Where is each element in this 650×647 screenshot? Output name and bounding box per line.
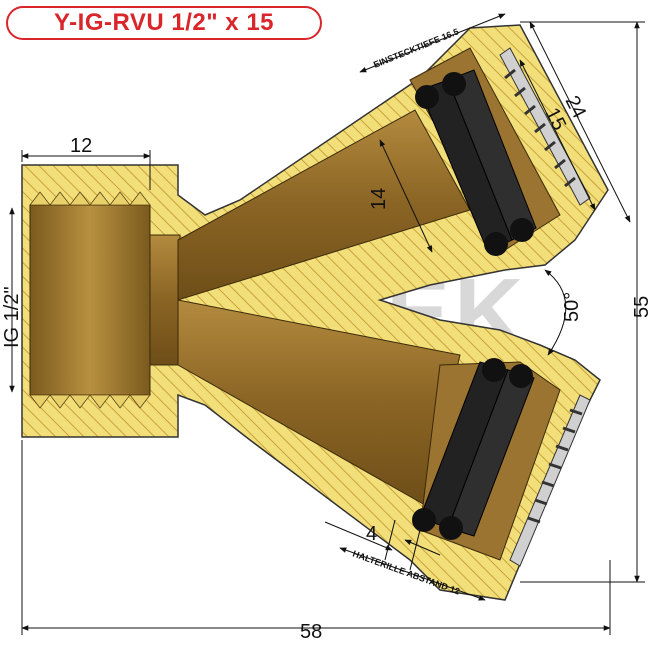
thread-teeth-top <box>29 191 151 206</box>
dim-line-insertion-depth <box>359 13 506 73</box>
dim-thread-label: IG 1/2" <box>1 286 23 348</box>
dim-height: 55 <box>631 296 650 318</box>
thread-teeth-bottom <box>29 394 151 409</box>
upper-oring-4 <box>510 218 534 242</box>
title-badge: Y-IG-RVU 1/2" x 15 <box>6 6 322 40</box>
dim-line-inner-diameter <box>519 59 596 211</box>
lower-oring-3 <box>412 508 436 532</box>
internal-thread <box>29 204 151 396</box>
upper-oring-3 <box>484 232 508 256</box>
lower-seals <box>412 358 535 540</box>
upper-seals <box>415 69 537 256</box>
dim-line-groove-distance <box>339 547 486 601</box>
dim-bore: 14 <box>368 188 390 210</box>
upper-oring-1 <box>415 85 439 109</box>
upper-oring-2 <box>442 72 466 96</box>
dim-angle: 50° <box>561 292 583 322</box>
lower-oring-2 <box>509 364 533 388</box>
lower-oring-4 <box>439 516 463 540</box>
lower-oring-1 <box>482 358 506 382</box>
central-chamber <box>149 234 181 366</box>
upper-seal-ring-2 <box>447 69 537 241</box>
dimension-lines <box>9 13 645 635</box>
dim-length: 58 <box>300 621 322 642</box>
product-title: Y-IG-RVU 1/2" x 15 <box>53 9 275 36</box>
dim-thread-length: 12 <box>70 135 92 157</box>
dim-groove: 4 <box>366 523 377 545</box>
lower-grip-ring <box>509 394 591 567</box>
dim-arc-angle <box>544 269 567 356</box>
dim-line-bore <box>379 139 433 253</box>
